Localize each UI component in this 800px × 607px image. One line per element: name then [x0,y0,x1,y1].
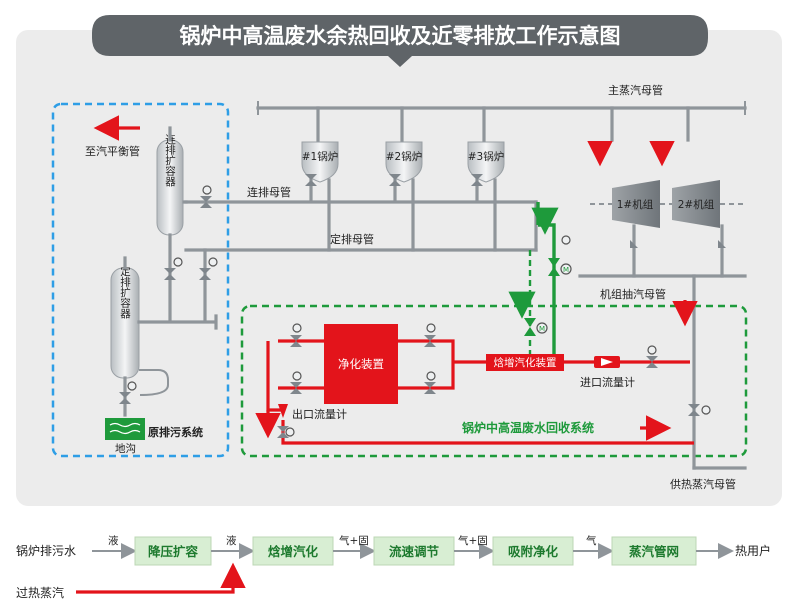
flow-step-1 [134,536,212,566]
flow-step-4 [492,536,574,566]
original-system-box [51,102,230,458]
recovery-system-label: 锅炉中高温废水回收系统 [462,420,594,435]
page-title: 锅炉中高温废水余热回收及近零排放工作示意图 [180,24,621,48]
boiler-3: #3锅炉 [467,141,505,183]
flow-step-3 [373,536,455,566]
unit-2-label: 2#机组 [678,198,715,211]
turbine-unit-2: 2#机组 [672,180,720,228]
flow-step-5 [611,536,697,566]
continuous-expander: 连排扩容器 [156,133,184,236]
boiler-2-label: #2锅炉 [386,151,422,163]
to-balance-label: 至汽平衡管 [85,144,140,158]
fixed-expander: 定排扩容器 [110,265,140,379]
fixed-header-label: 定排母管 [330,232,374,246]
recovery-system-box [240,304,748,458]
flow-source: 锅炉排污水 [16,543,76,558]
flow-step-2 [252,536,334,566]
supply-steam-label: 供热蒸汽母管 [670,477,736,491]
original-system-label: 原排污系统 [148,425,203,439]
outlet-flowmeter [278,404,288,418]
extraction-header-label: 机组抽汽母管 [600,287,666,301]
motor-1-label: M [563,266,569,274]
flow-step-4-label: 吸附净化 [508,544,559,559]
flow-arrow-1: 液 [108,534,119,547]
unit-1-label: 1#机组 [617,198,654,211]
flow-step-2-label: 焓增汽化 [268,544,319,559]
flow-extra-input: 过热蒸汽 [16,585,64,600]
boiler-2: #2锅炉 [385,141,423,183]
green-valve-2 [524,318,536,336]
flow-arrow-3: 气+固 [339,534,369,547]
motor-2-label: M [539,325,545,333]
flow-arrow-2: 液 [226,534,237,547]
flow-step-3-label: 流速调节 [389,544,440,559]
flow-step-5-label: 蒸汽管网 [629,544,679,559]
inlet-flow-label: 进口流量计 [580,375,635,389]
flow-arrow-5: 气 [586,534,597,547]
cont-expander-label: 连排扩容器 [164,133,176,187]
boiler-1-label: #1锅炉 [302,151,338,163]
boiler-1: #1锅炉 [301,141,339,183]
purifier-label: 净化装置 [338,357,384,371]
cont-header-label: 连排母管 [247,185,291,199]
fixed-expander-label: 定排扩容器 [119,265,131,319]
enthalpy-device-box [486,354,564,371]
flow-arrow-4: 气+固 [458,534,488,547]
green-valve-1 [548,258,560,276]
flow-step-1-label: 降压扩容 [148,544,199,559]
purifier-box [324,324,398,404]
outlet-flow-label: 出口流量计 [292,407,347,421]
valves [119,174,726,438]
boiler-3-label: #3锅炉 [468,151,504,163]
flow-output: 热用户 [735,543,771,558]
main-steam-label: 主蒸汽母管 [608,83,663,97]
trench-icon [105,418,145,440]
title-bar [92,15,708,67]
turbine-unit-1: 1#机组 [612,180,660,228]
trench-label: 地沟 [115,442,136,455]
gauges [127,185,711,437]
enthalpy-device-label: 焓增汽化装置 [494,356,557,369]
